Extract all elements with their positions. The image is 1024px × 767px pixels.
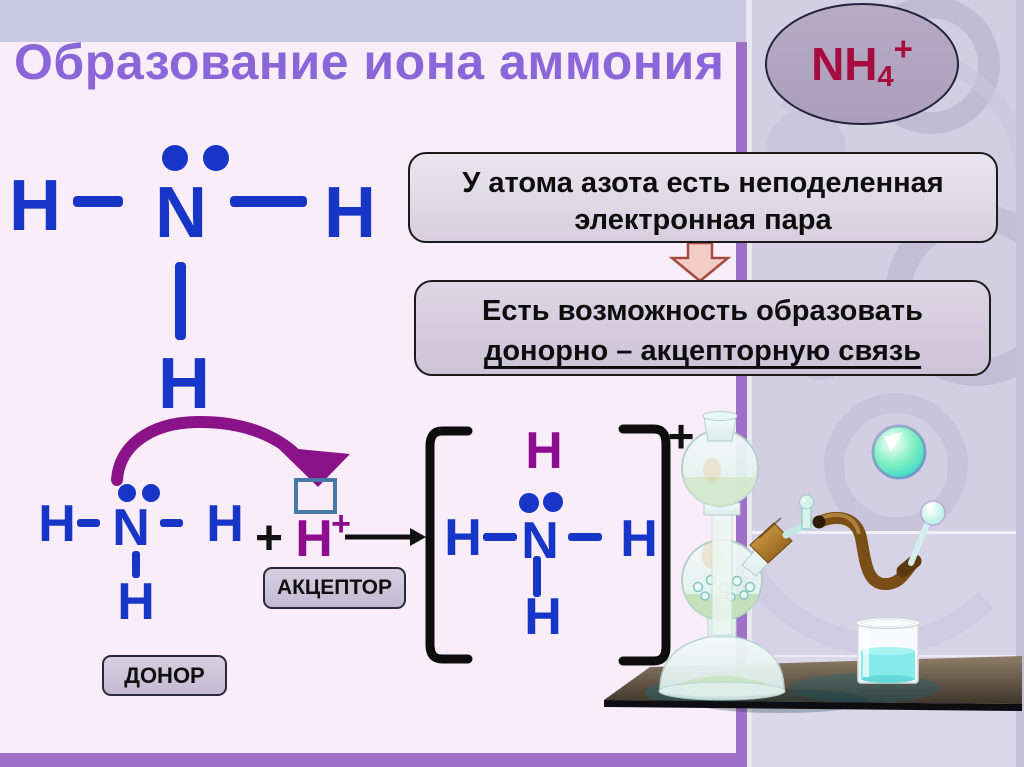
badge-formula-subscript: 4 [877, 60, 894, 93]
beaker [855, 616, 921, 684]
ammonium-badge: NH 4 + [765, 3, 959, 125]
lone-pair-dot [519, 493, 539, 513]
plus-sign: + [254, 512, 284, 565]
lone-pair-dot [162, 145, 188, 171]
donor-label: ДОНОР [102, 655, 227, 696]
acceptor-label: АКЦЕПТОР [263, 567, 406, 609]
empty-orbital-box [294, 478, 337, 514]
badge-formula-base: NH [811, 38, 878, 90]
atom-n: N [155, 173, 207, 253]
gas-sphere [871, 424, 927, 480]
atom-n: N [112, 499, 150, 557]
callout-line-underlined: донорно – акцепторную связь [483, 335, 922, 367]
rubber-tube [812, 512, 922, 590]
down-arrow-icon [668, 241, 732, 283]
reaction-arrow-icon [345, 528, 426, 546]
donor-label-text: ДОНОР [124, 662, 205, 688]
page-title: Образование иона аммония [14, 34, 725, 90]
kipp-generator-flask [658, 411, 822, 701]
atom-h-left: H [444, 509, 482, 567]
callout-line: электронная пара [574, 204, 832, 236]
atom-h-bottom: H [117, 573, 155, 631]
badge-formula-charge: + [893, 30, 913, 67]
atom-n: N [521, 512, 559, 570]
lone-pair-dot [142, 484, 160, 502]
atom-h-right: H [620, 510, 658, 568]
glass-rod [908, 500, 946, 566]
callout-lone-pair: У атома азота есть неподеленная электрон… [408, 152, 998, 243]
atom-h-right: H [324, 173, 376, 253]
callout-line: У атома азота есть неподеленная [462, 167, 944, 199]
callout-donor-acceptor-bond: Есть возможность образовать донорно – ак… [414, 280, 991, 376]
callout-line: Есть возможность образовать [482, 295, 923, 327]
ammonia-large-bonds [73, 145, 307, 340]
accent-bottom-bar [0, 753, 747, 767]
electron-pair-arrow-icon [111, 415, 350, 487]
lone-pair-dot [203, 145, 229, 171]
atom-h-right: H [206, 495, 244, 553]
proton-label: H [295, 510, 333, 568]
ammonia-donor-bonds [77, 484, 183, 578]
atom-h-left: H [9, 166, 61, 246]
atom-h-top-donated: H [525, 422, 563, 480]
ammonium-product-bonds [483, 492, 602, 597]
acceptor-label-text: АКЦЕПТОР [276, 576, 393, 599]
lab-scene [604, 411, 1022, 713]
lone-pair-dot [118, 484, 136, 502]
atom-h-bottom: H [524, 588, 562, 646]
proton-charge: + [331, 505, 351, 543]
atom-h-left: H [38, 495, 76, 553]
atom-h-bottom: H [158, 344, 210, 424]
product-bracket-left [425, 426, 473, 664]
accent-strip [736, 42, 747, 753]
product-bracket-right [618, 424, 671, 666]
lone-pair-dot [543, 492, 563, 512]
